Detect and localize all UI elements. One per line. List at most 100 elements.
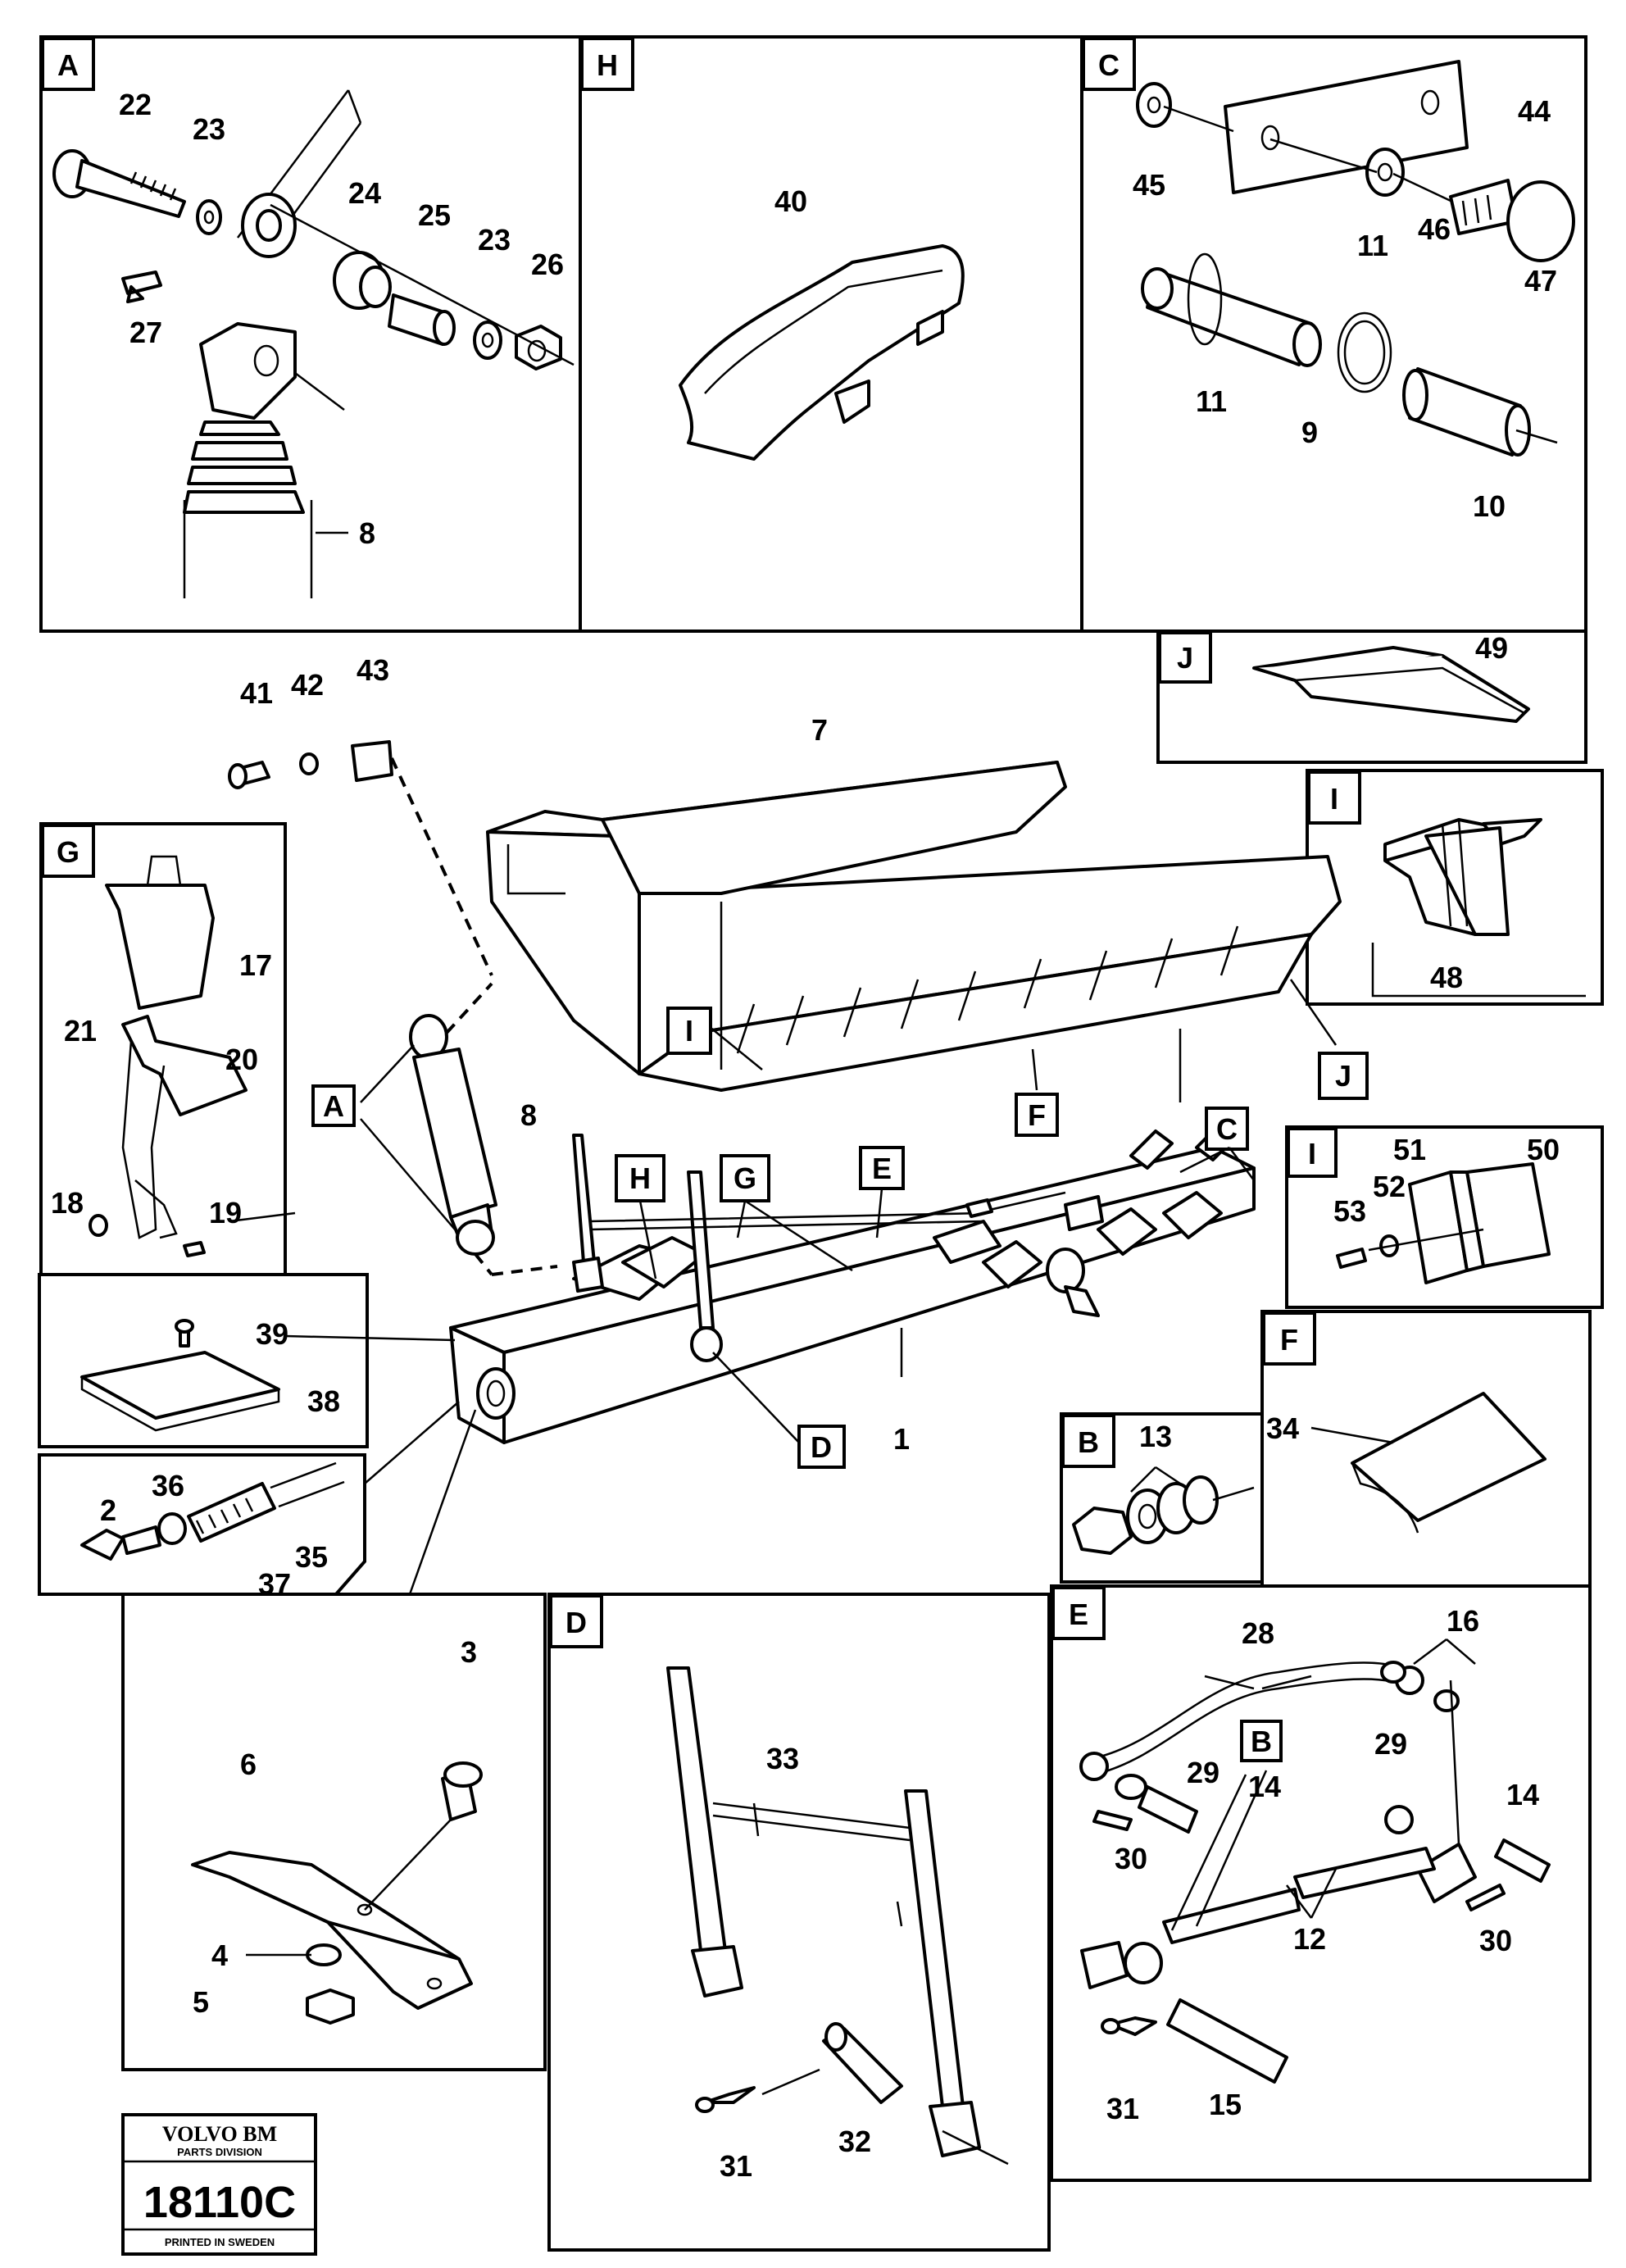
- wear-part-48-drawing: [1424, 826, 1510, 936]
- cover-17-drawing: [105, 884, 215, 1010]
- rod-28-drawing: [1093, 1661, 1410, 1760]
- panel-i-right-badge: I: [1287, 1127, 1338, 1178]
- callout-25: 25: [418, 198, 451, 232]
- frame-1-drawing: [449, 1121, 1256, 1444]
- bolt-22-drawing: [52, 149, 186, 218]
- callout-37: 37: [258, 1567, 291, 1601]
- svg-text:I: I: [1308, 1137, 1316, 1170]
- callout-8a: 8: [359, 516, 375, 550]
- svg-text:C: C: [1098, 48, 1120, 82]
- panel-d-frame: [547, 1593, 1051, 2252]
- callout-21: 21: [64, 1014, 97, 1048]
- svg-text:D: D: [811, 1430, 832, 1464]
- grease-nipple-27-drawing: [121, 270, 162, 303]
- callout-51: 51: [1393, 1133, 1426, 1166]
- svg-text:G: G: [57, 835, 79, 869]
- svg-text:A: A: [323, 1089, 344, 1123]
- panel-plate-drawing: [80, 1319, 280, 1432]
- callout-1: 1: [893, 1422, 910, 1456]
- panel-f-badge: F: [1262, 1311, 1316, 1366]
- callout-30b: 30: [1479, 1924, 1512, 1957]
- panel-bracket-drawing: [191, 1761, 483, 2025]
- callout-44: 44: [1518, 94, 1551, 128]
- ring-11-drawing: [1187, 252, 1223, 346]
- panel-e-drawing: B: [1079, 1639, 1551, 2084]
- dump-body-7-drawing: [486, 761, 1342, 1102]
- panel-g-badge: G: [41, 824, 95, 878]
- svg-text:I: I: [1330, 782, 1338, 816]
- callout-47: 47: [1524, 264, 1557, 298]
- svg-text:H: H: [629, 1161, 651, 1195]
- callout-10: 10: [1473, 489, 1506, 523]
- panel-e-frame: [1050, 1584, 1592, 2182]
- marker-i: I: [666, 1007, 712, 1055]
- callout-36: 36: [152, 1469, 184, 1502]
- svg-text:J: J: [1335, 1059, 1351, 1093]
- svg-text:B: B: [1251, 1725, 1272, 1758]
- marker-d: D: [797, 1425, 846, 1469]
- marker-b-in-e: B: [1240, 1720, 1283, 1762]
- callout-31a: 31: [720, 2149, 752, 2183]
- panel-b-badge: B: [1061, 1414, 1115, 1468]
- panel-b-drawing: [1072, 1466, 1255, 1555]
- plate-44-drawing: [1224, 60, 1469, 194]
- callout-35: 35: [295, 1540, 328, 1574]
- panel-f-drawing: [1310, 1392, 1547, 1534]
- svg-text:F: F: [1028, 1098, 1046, 1132]
- callout-48: 48: [1430, 961, 1463, 994]
- callout-39: 39: [256, 1317, 288, 1351]
- callout-5: 5: [193, 1985, 209, 2019]
- panel-badges: A H C J I G I F B E D: [41, 37, 1361, 1648]
- panel-e-badge: E: [1051, 1586, 1106, 1640]
- washer-45-drawing: [1136, 82, 1172, 128]
- panel-frames: [38, 35, 1604, 2252]
- logo-code: 18110C: [143, 2178, 296, 2227]
- callout-9: 9: [1301, 416, 1318, 449]
- callout-11a: 11: [1357, 229, 1388, 262]
- marker-g: G: [720, 1154, 770, 1202]
- marker-j: J: [1318, 1052, 1369, 1100]
- svg-text:E: E: [872, 1152, 892, 1185]
- callout-49: 49: [1475, 631, 1508, 665]
- callout-43: 43: [357, 653, 389, 687]
- callout-22: 22: [119, 88, 152, 121]
- marker-a: A: [311, 1084, 356, 1127]
- washer-23-drawing: [196, 199, 222, 235]
- main-markers: A I F J C H G E D: [229, 1007, 1369, 1595]
- callout-2: 2: [100, 1493, 116, 1527]
- bolt-47-drawing: [1449, 179, 1518, 235]
- marker-c: C: [1205, 1107, 1249, 1151]
- callout-46: 46: [1418, 212, 1451, 246]
- panel-b-frame: [1060, 1412, 1262, 1584]
- panel-j-drawing: [1252, 646, 1530, 723]
- volvo-bm-logo: VOLVO BM PARTS DIVISION 18110C PRINTED I…: [121, 2113, 317, 2256]
- callouts: 22 23 24 25 23 26 27 8 40 45 44 46 47 11…: [51, 88, 1560, 2183]
- callout-15: 15: [1209, 2088, 1242, 2121]
- callout-13: 13: [1139, 1420, 1172, 1453]
- washer-23b-drawing: [473, 320, 502, 360]
- callout-7: 7: [811, 713, 828, 747]
- callout-11b: 11: [1196, 384, 1227, 418]
- rod-12-drawing: [1162, 1888, 1301, 1944]
- callout-23b: 23: [478, 223, 511, 257]
- bolt-washer-plate-drawing: [228, 740, 493, 976]
- clevis-cylinder-8-drawing: [183, 322, 313, 598]
- panel-bracket-frame: [121, 1593, 547, 2071]
- bracket-20-drawing: [121, 1015, 248, 1116]
- callout-45: 45: [1133, 168, 1165, 202]
- leader-a-top: [360, 1044, 415, 1103]
- svg-text:J: J: [1177, 641, 1193, 675]
- svg-text:E: E: [1069, 1598, 1088, 1631]
- callout-27: 27: [129, 316, 162, 349]
- callout-52: 52: [1373, 1170, 1406, 1203]
- callout-14b: 14: [1506, 1778, 1539, 1811]
- panel-h-drawing: [679, 244, 965, 461]
- marker-h: H: [615, 1154, 665, 1202]
- callout-34: 34: [1266, 1411, 1299, 1445]
- callout-40: 40: [774, 184, 807, 218]
- callout-30a: 30: [1115, 1842, 1147, 1875]
- panel-j-badge: J: [1158, 631, 1212, 684]
- panel-nipple-drawing: [80, 1461, 345, 1561]
- callout-32: 32: [838, 2125, 871, 2158]
- svg-text:F: F: [1280, 1323, 1298, 1357]
